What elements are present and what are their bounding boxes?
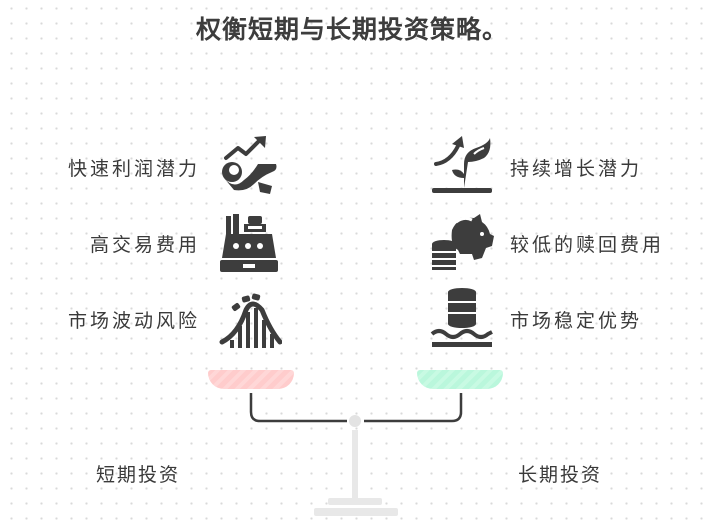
piggy-bank-coins-icon xyxy=(430,210,494,274)
cash-register-icon xyxy=(218,210,282,274)
short-term-label: 短期投资 xyxy=(96,464,181,486)
sprout-growth-icon xyxy=(430,134,494,198)
short-term-item-label: 市场波动风险 xyxy=(67,310,200,332)
coins-on-water-icon xyxy=(430,286,494,350)
long-term-pan xyxy=(417,370,503,389)
short-term-pan xyxy=(208,370,294,389)
short-term-item-label: 高交易费用 xyxy=(89,234,200,256)
long-term-item-label: 市场稳定优势 xyxy=(510,310,643,332)
long-term-item-label: 持续增长潜力 xyxy=(510,158,643,180)
page-title: 权衡短期与长期投资策略。 xyxy=(195,15,508,44)
short-term-item-label: 快速利润潜力 xyxy=(67,158,200,180)
profit-growth-icon xyxy=(218,134,282,198)
long-term-item-label: 较低的赎回费用 xyxy=(510,234,665,256)
long-term-label: 长期投资 xyxy=(518,464,603,486)
roller-coaster-icon xyxy=(218,286,282,350)
